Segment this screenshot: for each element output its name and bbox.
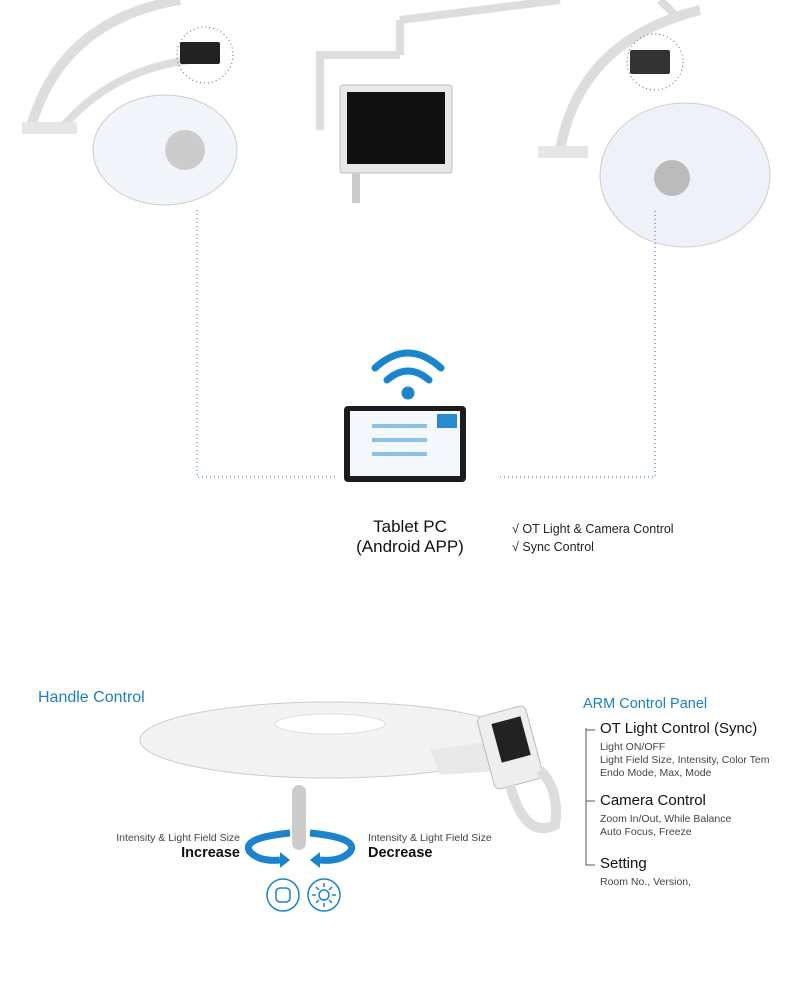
increase-caption: Intensity & Light Field Size xyxy=(116,832,240,844)
arm-section: Setting Room No., Version, xyxy=(600,855,692,888)
feature-item: √ OT Light & Camera Control xyxy=(512,522,674,536)
wifi-icon xyxy=(371,349,445,400)
light-field-icon xyxy=(266,878,300,912)
left-light-head xyxy=(92,94,238,206)
ot-lights-illustration xyxy=(22,0,771,482)
connection-line-right xyxy=(500,210,656,478)
increase-label: Increase xyxy=(181,845,240,861)
feature-list: √ OT Light & Camera Control √ Sync Contr… xyxy=(512,520,674,556)
tablet-subtitle: (Android APP) xyxy=(356,537,464,556)
tablet-title: Tablet PC xyxy=(373,517,447,536)
right-light-display xyxy=(630,50,670,74)
light-head-illustration xyxy=(139,701,561,912)
feature-item: √ Sync Control xyxy=(512,540,594,554)
tree-lines xyxy=(585,728,595,866)
connection-line-left xyxy=(196,210,338,478)
decrease-caption: Intensity & Light Field Size xyxy=(368,832,492,844)
brightness-icon xyxy=(307,878,341,912)
arm-panel-title: ARM Control Panel xyxy=(583,696,708,712)
tablet-device xyxy=(344,406,466,482)
monitor xyxy=(339,84,453,203)
handle-control-title: Handle Control xyxy=(38,689,145,706)
decrease-label: Decrease xyxy=(368,845,433,861)
right-light-head xyxy=(599,102,771,248)
rotate-arrow-icon xyxy=(244,829,356,864)
arm-section: Camera Control Zoom In/Out, While Balanc… xyxy=(600,792,732,838)
left-light-display xyxy=(180,42,220,64)
